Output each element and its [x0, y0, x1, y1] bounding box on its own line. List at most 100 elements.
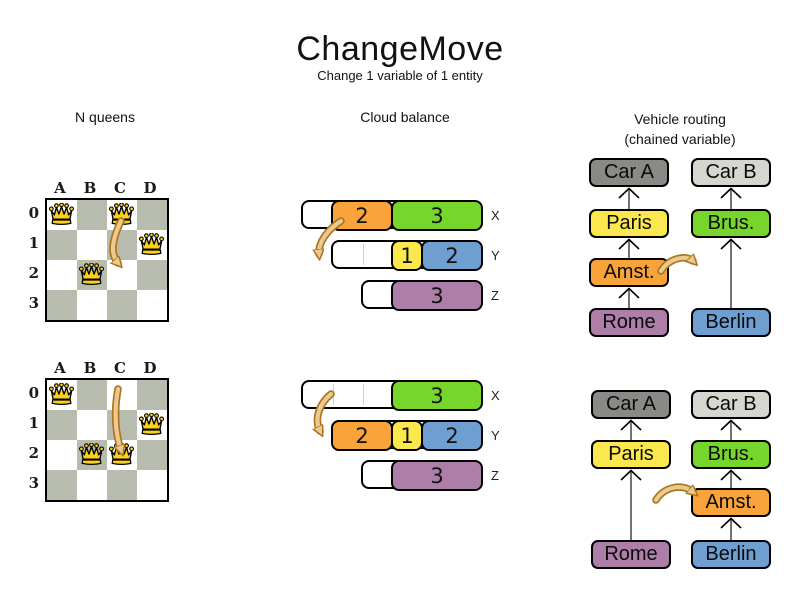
- queen-icon: [78, 442, 105, 466]
- board-cell: [107, 200, 137, 230]
- board-cell: [77, 470, 107, 500]
- queen-icon: [48, 202, 75, 226]
- chain-box-car-a: Car A: [591, 390, 671, 419]
- process-block: 3: [391, 460, 483, 491]
- board-row-label: 3: [28, 294, 39, 312]
- process-block: 3: [391, 280, 483, 311]
- board-cell: [47, 260, 77, 290]
- empty-slot-divider: [333, 384, 334, 405]
- queen-piece: [138, 412, 165, 441]
- board-row-label: 1: [28, 414, 39, 432]
- page-subtitle: Change 1 variable of 1 entity: [317, 68, 483, 83]
- board-cell: [77, 440, 107, 470]
- board-row-label: 1: [28, 234, 39, 252]
- computer-label-z: Z: [491, 288, 499, 303]
- board-cell: [47, 410, 77, 440]
- board-column-label: A: [54, 179, 66, 197]
- queen-icon: [48, 382, 75, 406]
- board-cell: [137, 290, 167, 320]
- board-column-label: A: [54, 359, 66, 377]
- board-cell: [77, 230, 107, 260]
- board-column-label: B: [83, 359, 97, 377]
- process-block: 2: [421, 420, 483, 451]
- section-heading-cloud-balance: Cloud balance: [360, 109, 450, 125]
- vehicle-heading-line1: Vehicle routing: [634, 111, 726, 127]
- chain-box-car-b: Car B: [691, 390, 771, 419]
- page-title: ChangeMove: [296, 30, 504, 68]
- chain-arrowhead: [620, 419, 642, 431]
- board-column-label: D: [143, 179, 157, 197]
- chain-box-berlin: Berlin: [691, 308, 771, 337]
- board-cell: [77, 290, 107, 320]
- chain-box-paris: Paris: [591, 440, 671, 469]
- nqueens-board-after: [45, 378, 169, 502]
- board-cell: [107, 260, 137, 290]
- queen-piece: [48, 382, 75, 411]
- board-row-label: 2: [28, 444, 39, 462]
- queen-piece: [138, 232, 165, 261]
- process-block: 3: [391, 200, 483, 231]
- board-cell: [47, 290, 77, 320]
- computer-bar-z: 3: [361, 460, 483, 491]
- board-cell: [137, 440, 167, 470]
- computer-bar-x: 3: [301, 380, 483, 411]
- board-cell: [107, 440, 137, 470]
- chain-box-rome: Rome: [589, 308, 669, 337]
- chain-box-car-a: Car A: [589, 158, 669, 187]
- chain-arrowhead: [720, 469, 742, 481]
- board-cell: [77, 410, 107, 440]
- board-cell: [107, 230, 137, 260]
- board-cell: [137, 380, 167, 410]
- board-cell: [137, 230, 167, 260]
- chain-arrowhead: [620, 469, 642, 481]
- chain-arrowhead: [720, 419, 742, 431]
- chain-arrowhead: [618, 187, 640, 199]
- chain-box-amst: Amst.: [589, 258, 669, 287]
- board-cell: [47, 440, 77, 470]
- queen-piece: [108, 202, 135, 231]
- board-cell: [137, 470, 167, 500]
- board-cell: [47, 200, 77, 230]
- board-cell: [107, 410, 137, 440]
- board-row-label: 0: [28, 384, 39, 402]
- computer-label-x: X: [491, 208, 500, 223]
- process-block: 3: [391, 380, 483, 411]
- chain-box-rome: Rome: [591, 540, 671, 569]
- chain-box-paris: Paris: [589, 209, 669, 238]
- chain-box-berlin: Berlin: [691, 540, 771, 569]
- board-cell: [107, 290, 137, 320]
- empty-slot-divider: [363, 244, 364, 265]
- process-block: 2: [331, 420, 393, 451]
- computer-bar-z: 3: [361, 280, 483, 311]
- process-block: 1: [391, 420, 423, 451]
- board-cell: [47, 380, 77, 410]
- board-row-label: 0: [28, 204, 39, 222]
- chain-box-brus: Brus.: [691, 440, 771, 469]
- queen-piece: [48, 202, 75, 231]
- computer-label-x: X: [491, 388, 500, 403]
- process-block: 2: [421, 240, 483, 271]
- queen-icon: [78, 262, 105, 286]
- section-heading-vehicle-routing: Vehicle routing (chained variable): [590, 109, 770, 149]
- board-cell: [107, 380, 137, 410]
- queen-piece: [78, 262, 105, 291]
- computer-label-y: Y: [491, 428, 500, 443]
- queen-icon: [138, 232, 165, 256]
- chain-arrowhead: [618, 238, 640, 250]
- chain-box-car-b: Car B: [691, 158, 771, 187]
- process-block: 2: [331, 200, 393, 231]
- board-cell: [47, 470, 77, 500]
- queen-icon: [108, 202, 135, 226]
- board-cell: [77, 200, 107, 230]
- section-heading-nqueens: N queens: [75, 109, 135, 125]
- board-cell: [137, 260, 167, 290]
- board-row-label: 2: [28, 264, 39, 282]
- board-cell: [137, 200, 167, 230]
- board-cell: [77, 380, 107, 410]
- vehicle-heading-line2: (chained variable): [624, 131, 736, 147]
- board-column-label: B: [83, 179, 97, 197]
- chain-arrowhead: [720, 517, 742, 529]
- board-column-label: C: [114, 359, 126, 377]
